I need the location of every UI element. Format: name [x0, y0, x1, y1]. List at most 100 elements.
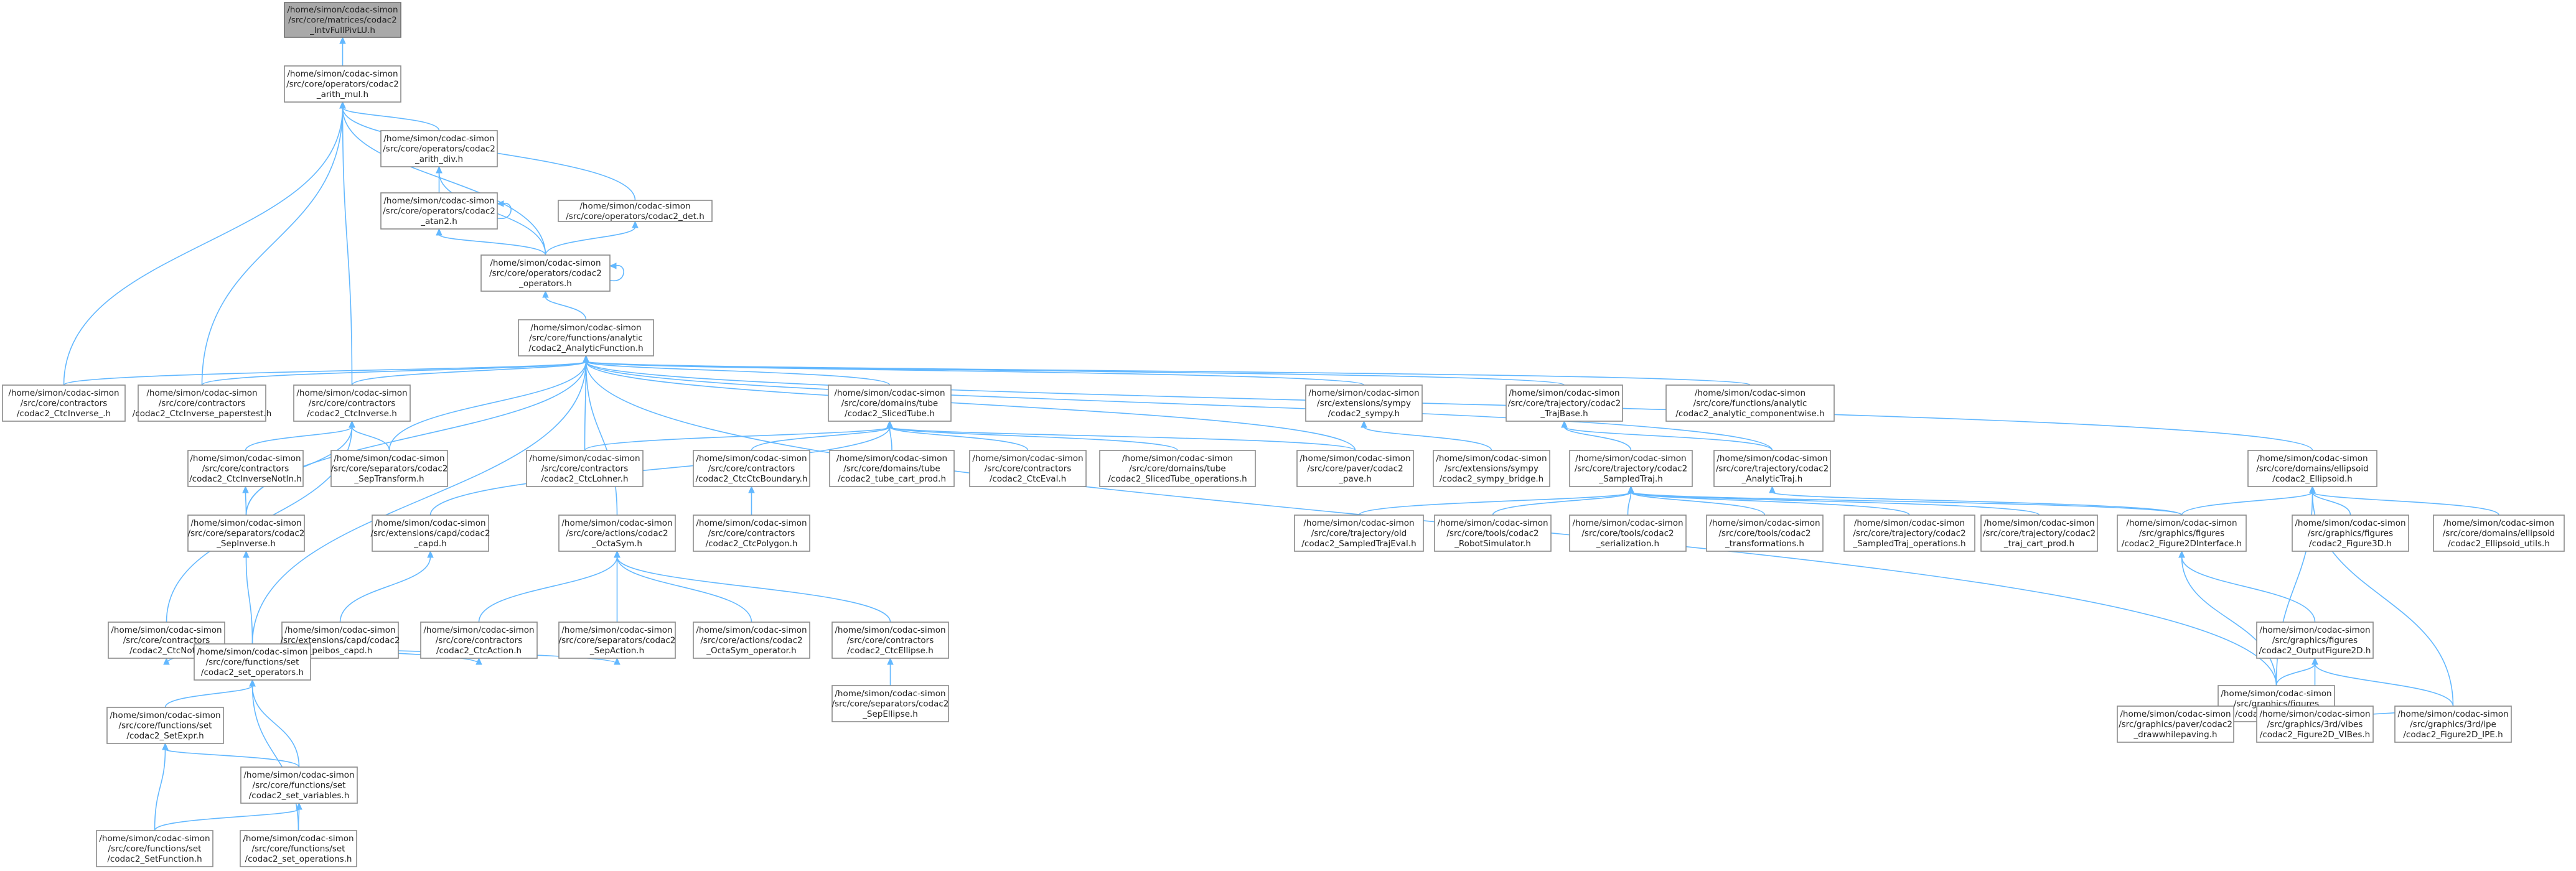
graph-node-setvariables[interactable]: /home/simon/codac-simon/src/core/functio…	[240, 766, 358, 804]
graph-node-arith_mul[interactable]: /home/simon/codac-simon/src/core/operato…	[284, 65, 401, 103]
graph-node-sampledtrajeval[interactable]: /home/simon/codac-simon/src/core/traject…	[1294, 515, 1424, 552]
graph-node-ctcpolygon[interactable]: /home/simon/codac-simon/src/core/contrac…	[693, 515, 810, 552]
node-box	[1665, 384, 1835, 422]
edge-line	[342, 107, 546, 256]
graph-node-slicedtube[interactable]: /home/simon/codac-simon/src/core/domains…	[828, 384, 952, 422]
graph-node-analytic[interactable]: /home/simon/codac-simon/src/core/functio…	[518, 319, 654, 356]
graph-node-tubecartprod[interactable]: /home/simon/codac-simon/src/core/domains…	[829, 450, 955, 487]
graph-node-setoperations[interactable]: /home/simon/codac-simon/src/core/functio…	[240, 830, 357, 867]
graph-node-sepaction[interactable]: /home/simon/codac-simon/src/core/separat…	[558, 622, 676, 659]
node-box	[330, 450, 448, 487]
edge-arrowhead	[887, 657, 894, 665]
node-label-line: /codac2_CtcNot.h	[129, 646, 203, 656]
edge-line	[497, 202, 512, 220]
graph-node-ctcinvpaper[interactable]: /home/simon/codac-simon/src/core/contrac…	[133, 384, 272, 422]
graph-node-ctcellipse[interactable]: /home/simon/codac-simon/src/core/contrac…	[831, 622, 949, 659]
graph-node-transformations[interactable]: /home/simon/codac-simon/src/core/tools/c…	[1706, 515, 1824, 552]
node-label-line: /codac2_OutputFigure2D.h	[2259, 646, 2371, 656]
graph-node-outputfig2d[interactable]: /home/simon/codac-simon/src/graphics/fig…	[2256, 622, 2374, 659]
edge-line	[245, 361, 587, 516]
graph-node-trajbase[interactable]: /home/simon/codac-simon/src/core/traject…	[1506, 384, 1623, 422]
graph-node-analytictraj[interactable]: /home/simon/codac-simon/src/core/traject…	[1713, 450, 1831, 487]
node-label-line: /src/core/trajectory/codac2	[1575, 464, 1687, 474]
graph-node-fig2dinterface[interactable]: /home/simon/codac-simon/src/graphics/fig…	[2117, 515, 2247, 552]
edge-line	[164, 748, 300, 768]
graph-node-ipe[interactable]: /home/simon/codac-simon/src/graphics/3rd…	[2394, 706, 2512, 743]
graph-node-capd[interactable]: /home/simon/codac-simon/src/extensions/c…	[370, 515, 490, 552]
graph-node-ctcinv[interactable]: /home/simon/codac-simon/src/core/contrac…	[293, 384, 411, 422]
graph-node-det[interactable]: /home/simon/codac-simon/src/core/operato…	[558, 200, 713, 222]
node-label-line: /codac2_CtcInverseNotIn.h	[189, 474, 302, 484]
node-box	[187, 515, 305, 552]
graph-node-setoperators[interactable]: /home/simon/codac-simon/src/core/functio…	[194, 643, 311, 681]
graph-node-sympybridge[interactable]: /home/simon/codac-simon/src/extensions/s…	[1433, 450, 1550, 487]
node-label-line: /codac2_set_operations.h	[245, 854, 352, 864]
edge-line	[251, 685, 300, 768]
node-label-line: /codac2_CtcInverse_paperstest.h	[133, 409, 272, 419]
node-label-line: /home/simon/codac-simon	[696, 518, 807, 528]
graph-node-ctcinv_[interactable]: /home/simon/codac-simon/src/core/contrac…	[2, 384, 126, 422]
graph-node-sympy[interactable]: /home/simon/codac-simon/src/extensions/s…	[1305, 384, 1423, 422]
graph-node-sepinverse[interactable]: /home/simon/codac-simon/src/core/separat…	[187, 515, 305, 552]
node-label-line: _operators.h	[518, 279, 572, 289]
graph-node-drawwhilepaving[interactable]: /home/simon/codac-simon/src/graphics/pav…	[2117, 706, 2234, 743]
graph-node-octasym[interactable]: /home/simon/codac-simon/src/core/actions…	[558, 515, 676, 552]
node-box	[240, 766, 358, 804]
graph-node-arith_div[interactable]: /home/simon/codac-simon/src/core/operato…	[380, 130, 498, 167]
node-box	[380, 130, 498, 167]
node-label-line: _SepInverse.h	[216, 539, 276, 549]
edge-line	[585, 361, 1356, 451]
graph-node-operators[interactable]: /home/simon/codac-simon/src/core/operato…	[480, 254, 611, 292]
graph-node-ctceval[interactable]: /home/simon/codac-simon/src/core/contrac…	[969, 450, 1087, 487]
graph-node-ctcboundary[interactable]: /home/simon/codac-simon/src/core/contrac…	[693, 450, 810, 487]
graph-node-sepellipse[interactable]: /home/simon/codac-simon/src/core/separat…	[831, 685, 949, 722]
node-box	[2433, 515, 2565, 552]
node-label-line: /src/graphics/paver/codac2	[2119, 720, 2232, 730]
graph-node-setexpr[interactable]: /home/simon/codac-simon/src/core/functio…	[106, 707, 224, 744]
graph-node-sampledtrajops[interactable]: /home/simon/codac-simon/src/core/traject…	[1843, 515, 1975, 552]
dependency-edge-sepellipse-ctcellipse	[887, 657, 894, 686]
graph-node-octasymop[interactable]: /home/simon/codac-simon/src/core/actions…	[693, 622, 810, 659]
edge-arrowhead	[163, 657, 170, 665]
edge-arrowhead	[542, 290, 549, 298]
node-label-line: /codac2_Ellipsoid_utils.h	[2448, 539, 2550, 549]
graph-node-ctcaction[interactable]: /home/simon/codac-simon/src/core/contrac…	[420, 622, 538, 659]
graph-node-ctcnot[interactable]: /home/simon/codac-simon/src/core/contrac…	[108, 622, 225, 659]
graph-node-robotsim[interactable]: /home/simon/codac-simon/src/core/tools/c…	[1434, 515, 1552, 552]
node-label-line: /src/core/tools/codac2	[1446, 529, 1539, 539]
graph-node-componentwise[interactable]: /home/simon/codac-simon/src/core/functio…	[1665, 384, 1835, 422]
dependency-edge-pave-slicedtube	[886, 420, 1356, 451]
graph-node-vibes[interactable]: /home/simon/codac-simon/src/graphics/3rd…	[2256, 706, 2374, 743]
graph-node-slicedtubeops[interactable]: /home/simon/codac-simon/src/core/domains…	[1099, 450, 1256, 487]
graph-node-serialization[interactable]: /home/simon/codac-simon/src/core/tools/c…	[1569, 515, 1687, 552]
node-box	[240, 830, 357, 867]
node-label-line: /home/simon/codac-simon	[2120, 709, 2231, 719]
node-label-line: /src/core/trajectory/codac2	[1853, 529, 1965, 539]
graph-node-pave[interactable]: /home/simon/codac-simon/src/core/paver/c…	[1296, 450, 1414, 487]
graph-node-sampledtraj[interactable]: /home/simon/codac-simon/src/core/traject…	[1569, 450, 1693, 487]
node-label-line: /home/simon/codac-simon	[146, 388, 257, 398]
node-label-line: /home/simon/codac-simon	[2259, 625, 2370, 635]
node-label-line: /home/simon/codac-simon	[197, 647, 307, 657]
edge-line	[251, 361, 587, 645]
dependency-edge-atan2-atan2	[496, 200, 512, 220]
graph-node-atan2[interactable]: /home/simon/codac-simon/src/core/operato…	[380, 192, 498, 230]
graph-node-ctclohner[interactable]: /home/simon/codac-simon/src/core/contrac…	[526, 450, 644, 487]
edge-line	[1492, 491, 1632, 516]
graph-node-ctcinvnotin[interactable]: /home/simon/codac-simon/src/core/contrac…	[187, 450, 304, 487]
dependency-edge-fig2dinterface-analytictraj	[1769, 485, 2183, 516]
node-box	[526, 450, 644, 487]
node-label-line: /home/simon/codac-simon	[529, 454, 640, 463]
graph-node-figure3d[interactable]: /home/simon/codac-simon/src/graphics/fig…	[2292, 515, 2409, 552]
graph-node-peiboscapd[interactable]: /home/simon/codac-simon/src/extensions/c…	[280, 622, 400, 659]
graph-node-setfunction[interactable]: /home/simon/codac-simon/src/core/functio…	[96, 830, 213, 867]
node-box	[96, 830, 213, 867]
graph-node-trajcartprod[interactable]: /home/simon/codac-simon/src/core/traject…	[1980, 515, 2098, 552]
node-label-line: /src/core/functions/set	[119, 721, 212, 731]
graph-node-root[interactable]: /home/simon/codac-simon/src/core/matrice…	[284, 2, 401, 38]
graph-node-ellipsoidutils[interactable]: /home/simon/codac-simon/src/core/domains…	[2433, 515, 2565, 552]
graph-node-septransform[interactable]: /home/simon/codac-simon/src/core/separat…	[330, 450, 448, 487]
node-label-line: /home/simon/codac-simon	[1854, 518, 1965, 528]
node-label-line: /home/simon/codac-simon	[296, 388, 407, 398]
graph-node-ellipsoid[interactable]: /home/simon/codac-simon/src/core/domains…	[2247, 450, 2377, 487]
